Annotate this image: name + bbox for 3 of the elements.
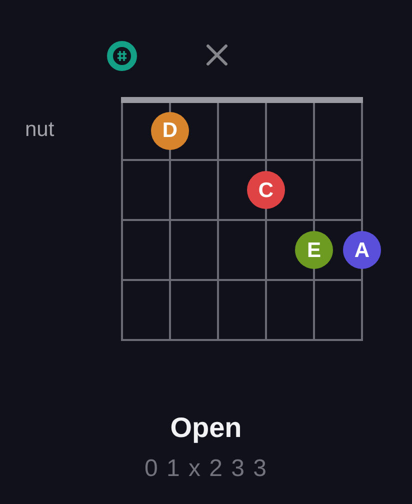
chord-title: Open xyxy=(169,411,243,445)
fingering-label: 0 1 x 2 3 3 xyxy=(143,455,269,483)
nut-label: nut xyxy=(25,117,54,143)
